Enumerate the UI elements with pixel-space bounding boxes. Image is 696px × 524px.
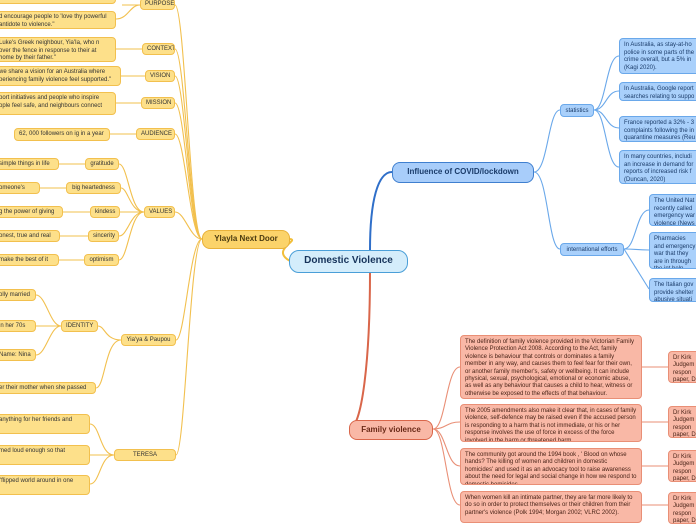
vision-item[interactable]: we share a vision for an Australia where… <box>0 66 121 86</box>
topic-identity[interactable]: IDENTITY <box>61 320 98 332</box>
topic-mission[interactable]: MISSION <box>141 97 175 109</box>
international-item[interactable]: The Italian gov provide shelter abusive … <box>649 278 696 302</box>
teresa-item[interactable]: med loud enough so that <box>0 445 90 465</box>
family-violence-citation[interactable]: Dr Kirk Judgem respon paper, D <box>668 492 696 524</box>
identity-item[interactable]: olly married <box>0 289 36 301</box>
topic-audience[interactable]: AUDIENCE <box>136 128 175 140</box>
topic-statistics[interactable]: statistics <box>560 104 594 117</box>
mission-item[interactable]: port initiatives and people who inspire … <box>0 92 116 115</box>
international-item[interactable]: Pharmacies and emergency war that they a… <box>649 232 696 269</box>
topic-yiayia-papou[interactable]: Yia'ya & Paupou <box>121 334 176 346</box>
family-violence-item[interactable]: The 2005 amendments also make it clear t… <box>460 404 642 442</box>
value-kindess-text[interactable]: g the power of giving <box>0 206 63 218</box>
purpose-item[interactable] <box>0 0 116 4</box>
family-violence-item[interactable]: The definition of family violence provid… <box>460 335 642 399</box>
yiayia-papou-item[interactable]: er their mother when she passed <box>0 382 96 394</box>
topic-ylayla-next-door[interactable]: Ylayla Next Door <box>202 230 290 249</box>
central-topic[interactable]: Domestic Violence <box>289 250 408 273</box>
statistics-item[interactable]: France reported a 32% - 3 complaints fol… <box>619 116 696 142</box>
value-optimism-text[interactable]: make the best of it <box>0 254 59 266</box>
topic-purpose[interactable]: PURPOSE <box>140 0 175 10</box>
topic-international-efforts[interactable]: international efforts <box>560 243 624 256</box>
topic-values[interactable]: VALUES <box>144 206 175 218</box>
teresa-item[interactable]: "flipped world around in one <box>0 475 90 495</box>
family-violence-item[interactable]: The community got around the 1994 book ,… <box>460 448 642 485</box>
family-violence-citation[interactable]: Dr Kirk Judgem respon paper, D <box>668 406 696 438</box>
topic-covid-lockdown[interactable]: Influence of COVID/lockdown <box>392 162 534 183</box>
statistics-item[interactable]: In many countries, includi an increase i… <box>619 150 696 184</box>
purpose-item[interactable]: d encourage people to 'love thy powerful… <box>0 11 116 29</box>
value-kindess[interactable]: kindess <box>90 206 120 218</box>
topic-context[interactable]: CONTEXT <box>142 43 175 55</box>
value-gratitude[interactable]: gratitude <box>85 158 119 170</box>
family-violence-item[interactable]: When women kill an intimate partner, the… <box>460 491 642 523</box>
family-violence-citation[interactable]: Dr Kirk Judgem respon paper, D <box>668 351 696 383</box>
identity-item[interactable]: in her 70s <box>0 320 36 332</box>
statistics-item[interactable]: In Australia, Google report searches rel… <box>619 82 696 101</box>
international-item[interactable]: The United Nat recently called emergency… <box>649 194 696 226</box>
value-optimism[interactable]: optimism <box>84 254 119 266</box>
topic-family-violence[interactable]: Family violence <box>349 420 433 440</box>
teresa-item[interactable]: anything for her friends and <box>0 414 90 434</box>
value-sincerity-text[interactable]: onest, true and real <box>0 230 60 242</box>
context-item[interactable]: Luke's Greek neighbour, Yia'Ia, who n ov… <box>0 37 116 62</box>
topic-teresa-mancuso[interactable]: TERESA MANCUSO <box>114 449 176 461</box>
family-violence-citation[interactable]: Dr Kirk Judgem respon paper, D <box>668 450 696 482</box>
topic-vision[interactable]: VISION <box>145 70 175 82</box>
value-big-heartedness[interactable]: big heartedness <box>66 182 121 194</box>
statistics-item[interactable]: In Australia, as stay-at-ho police in so… <box>619 38 696 74</box>
audience-item[interactable]: 62, 000 followers on ig in a year <box>14 128 110 141</box>
identity-item[interactable]: Name: Nina <box>0 349 36 361</box>
value-big-heartedness-text[interactable]: omeone's day <box>0 182 40 194</box>
value-sincerity[interactable]: sincerity <box>88 230 119 242</box>
value-gratitude-text[interactable]: simple things in life <box>0 158 59 170</box>
